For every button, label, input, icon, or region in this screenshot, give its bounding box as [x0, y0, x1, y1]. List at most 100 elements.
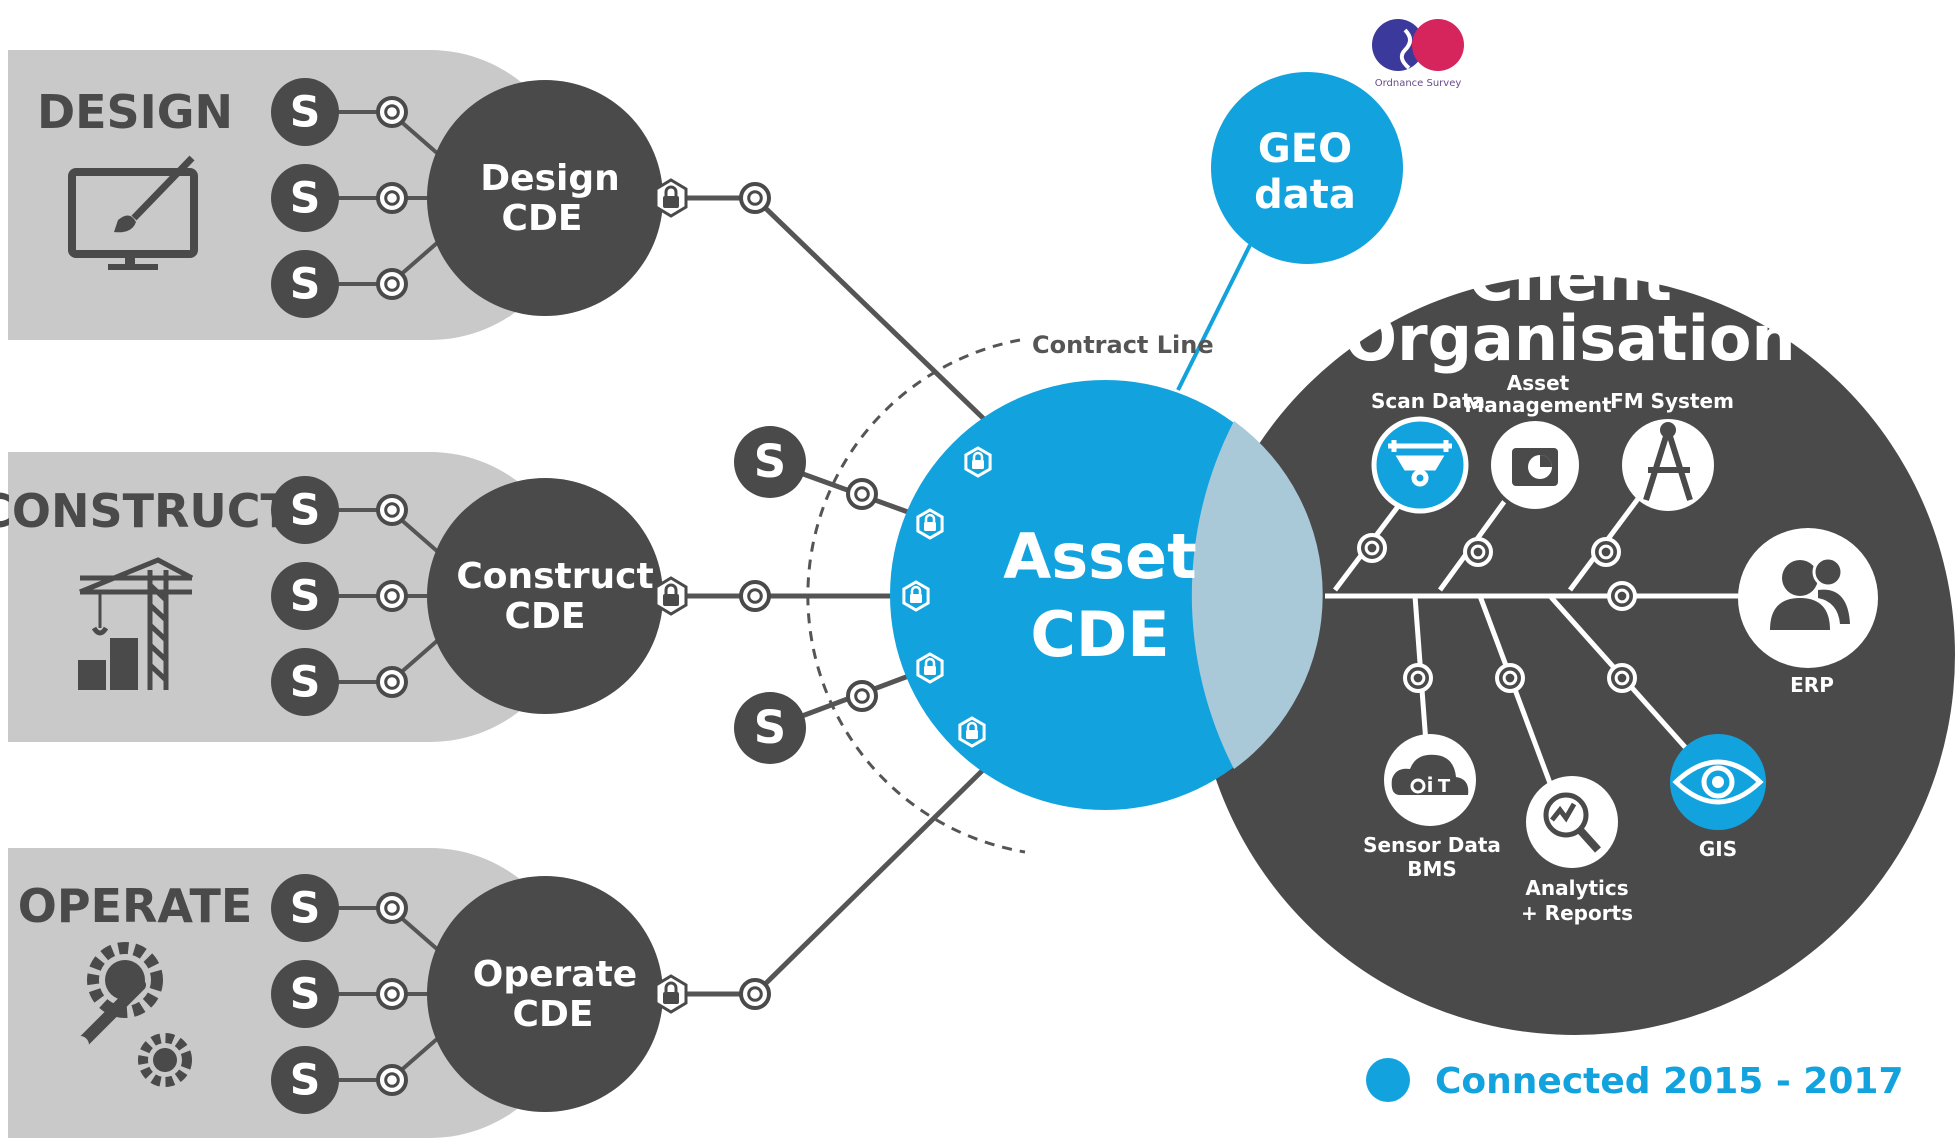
construct-cde-label-2: CDE	[505, 596, 586, 637]
sync-icon	[1607, 581, 1637, 611]
sync-icon	[1495, 663, 1525, 693]
construct-cde-label: Construct	[456, 556, 653, 597]
supplier-badge: S	[271, 164, 339, 232]
sync-icon	[376, 268, 408, 300]
supplier-badge: S	[271, 874, 339, 942]
design-cde-circle: Design CDE	[427, 80, 663, 316]
analytics-label-2: + Reports	[1521, 901, 1633, 925]
design-cde-label: Design	[480, 158, 619, 199]
sync-icon	[1607, 663, 1637, 693]
legend-label: Connected 2015 - 2017	[1435, 1061, 1904, 1102]
lock-icon	[916, 652, 944, 684]
erp-label: ERP	[1790, 673, 1834, 697]
lock-icon	[916, 508, 944, 540]
supplier-badge: S	[734, 692, 806, 764]
supplier-letter: S	[290, 970, 321, 1019]
sensor-data-node: i T Sensor Data BMS	[1363, 734, 1501, 881]
stage-title-operate: OPERATE	[18, 879, 253, 933]
lock-icon	[654, 576, 688, 616]
sync-icon	[376, 666, 408, 698]
geo-label: GEO	[1258, 126, 1352, 172]
sync-icon	[376, 580, 408, 612]
ordnance-survey-label: Ordnance Survey	[1375, 78, 1462, 89]
crane-icon	[78, 557, 194, 690]
operate-cde-circle: Operate CDE	[427, 876, 663, 1112]
contract-line-label: Contract Line	[1032, 331, 1214, 359]
sync-icon	[739, 182, 771, 214]
sync-icon	[376, 494, 408, 526]
supplier-letter: S	[290, 658, 321, 707]
sync-icon	[376, 182, 408, 214]
supplier-letter: S	[290, 1056, 321, 1105]
sync-icon	[1357, 533, 1387, 563]
erp-node: ERP	[1738, 528, 1878, 697]
asset-management-node: Asset Management	[1464, 371, 1612, 513]
sync-icon	[376, 978, 408, 1010]
fm-system-label: FM System	[1610, 389, 1734, 413]
supplier-badge: S	[734, 426, 806, 498]
sync-icon	[739, 580, 771, 612]
gears-wrench-icon	[71, 942, 192, 1087]
legend: Connected 2015 - 2017	[1366, 1058, 1904, 1102]
operate-cde-label: Operate	[473, 954, 637, 995]
svg-text:i: i	[1427, 773, 1434, 797]
sync-icon	[376, 892, 408, 924]
svg-text:T: T	[1438, 776, 1451, 797]
asset-cde-locks	[902, 446, 992, 748]
sync-icon	[846, 478, 878, 510]
client-title: Client	[1468, 242, 1672, 315]
supplier-badge: S	[271, 250, 339, 318]
sync-icon	[1591, 537, 1621, 567]
client-title-2: Organisation	[1344, 302, 1795, 375]
supplier-badge: S	[271, 562, 339, 630]
lock-icon	[654, 178, 688, 218]
lock-icon	[964, 446, 992, 478]
scan-data-node: Scan Data	[1371, 389, 1485, 514]
supplier-letter: S	[290, 884, 321, 933]
supplier-badge: S	[271, 78, 339, 146]
drafting-compass-icon	[1643, 422, 1693, 501]
sync-icon	[846, 680, 878, 712]
sensor-data-label: Sensor Data	[1363, 833, 1501, 857]
design-cde-label-2: CDE	[502, 198, 583, 239]
folder-chart-icon	[1512, 448, 1558, 486]
asset-cde-label-2: CDE	[1030, 598, 1169, 671]
asset-management-label: Asset	[1507, 371, 1570, 395]
sync-icon	[376, 1064, 408, 1096]
magnifier-chart-icon	[1543, 792, 1601, 853]
client-sync-nodes	[1357, 533, 1637, 693]
sync-icon	[739, 978, 771, 1010]
lock-icon	[654, 974, 688, 1014]
geo-label-2: data	[1254, 172, 1356, 218]
sync-icon	[1403, 663, 1433, 693]
asset-management-label-2: Management	[1464, 393, 1612, 417]
sensor-data-label-2: BMS	[1407, 857, 1457, 881]
gis-label: GIS	[1699, 837, 1737, 861]
supplier-letter: S	[290, 260, 321, 309]
sync-icon	[1463, 537, 1493, 567]
construct-cde-circle: Construct CDE	[427, 478, 663, 714]
analytics-label: Analytics	[1525, 876, 1628, 900]
stage-title-construct: CONSTRUCT	[0, 484, 293, 538]
asset-cde-circle: Asset CDE	[890, 380, 1323, 810]
ordnance-survey-logo: Ordnance Survey	[1372, 19, 1464, 89]
geo-data-circle: GEO data	[1211, 72, 1403, 264]
users-icon	[1770, 556, 1850, 630]
supplier-letter: S	[290, 572, 321, 621]
analytics-node: Analytics + Reports	[1521, 776, 1633, 925]
supplier-letter: S	[290, 486, 321, 535]
eye-icon	[1672, 759, 1764, 805]
operate-cde-label-2: CDE	[513, 994, 594, 1035]
drone-icon	[1388, 440, 1452, 487]
fm-system-node: FM System	[1610, 389, 1734, 511]
supplier-badge: S	[271, 648, 339, 716]
supplier-letter: S	[754, 435, 786, 488]
supplier-letter: S	[290, 88, 321, 137]
lock-icon	[902, 580, 930, 612]
asset-cde-label: Asset	[1003, 520, 1196, 593]
stage-title-design: DESIGN	[37, 85, 233, 139]
supplier-letter: S	[754, 701, 786, 754]
legend-swatch	[1366, 1058, 1410, 1102]
